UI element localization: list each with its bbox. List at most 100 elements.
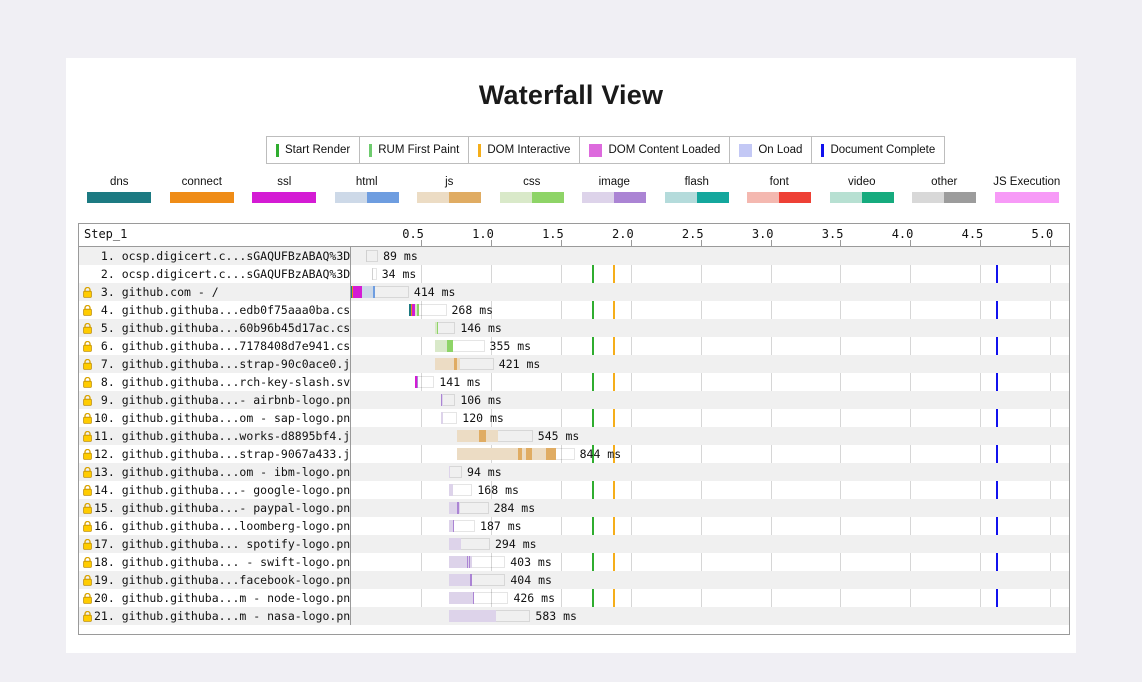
request-bar[interactable] <box>409 304 446 316</box>
request-bar[interactable] <box>456 430 533 442</box>
request-label[interactable]: 2. ocsp.digicert.c...sGAQUFBzABAQ%3D%3D <box>79 265 351 283</box>
request-bar[interactable] <box>448 520 475 532</box>
mime-key-image: image <box>573 176 656 228</box>
request-bar[interactable] <box>456 448 575 460</box>
request-label[interactable]: 6. github.githuba...7178408d7e941.css <box>79 337 351 355</box>
request-bar[interactable] <box>434 322 455 334</box>
lock-icon <box>81 322 93 334</box>
request-bar[interactable] <box>448 574 505 586</box>
request-bar[interactable] <box>371 268 377 280</box>
request-bar[interactable] <box>448 466 462 478</box>
request-duration: 414 ms <box>413 285 456 299</box>
waterfall-row[interactable]: 3. github.com - / 414 ms <box>79 283 1069 301</box>
legend-item-dom-content-loaded[interactable]: DOM Content Loaded <box>580 137 731 163</box>
mime-key-flash: flash <box>656 176 739 228</box>
square-swatch-icon <box>589 143 603 157</box>
mime-key-label: css <box>523 176 541 188</box>
legend-item-dom-interactive[interactable]: DOM Interactive <box>469 137 581 163</box>
request-bar[interactable] <box>351 286 409 298</box>
bar-segment-image <box>472 592 475 604</box>
request-label[interactable]: 5. github.githuba...60b96b45d17ac.css <box>79 319 351 337</box>
request-bar[interactable] <box>448 502 489 514</box>
mime-key-swatch <box>994 192 1059 203</box>
request-duration: 284 ms <box>493 501 536 515</box>
request-bar[interactable] <box>448 484 472 496</box>
request-label[interactable]: 21. github.githuba...m - nasa-logo.png <box>79 607 351 625</box>
request-label[interactable]: 9. github.githuba...- airbnb-logo.png <box>79 391 351 409</box>
lock-icon <box>81 592 93 604</box>
request-bar[interactable] <box>448 556 505 568</box>
request-label[interactable]: 19. github.githuba...facebook-logo.png <box>79 571 351 589</box>
request-track: 187 ms <box>351 517 1069 535</box>
bar-segment-ssl <box>412 304 415 316</box>
request-label[interactable]: 4. github.githuba...edb0f75aaa0ba.css <box>79 301 351 319</box>
request-bar[interactable] <box>440 412 458 424</box>
waterfall-row[interactable]: 15. github.githuba...- paypal-logo.png 28… <box>79 499 1069 517</box>
lock-icon <box>81 484 93 496</box>
request-bar[interactable] <box>448 610 531 622</box>
request-label[interactable]: 15. github.githuba...- paypal-logo.png <box>79 499 351 517</box>
vertical-line-icon <box>369 143 373 157</box>
request-bar[interactable] <box>440 394 456 406</box>
request-bar[interactable] <box>414 376 435 388</box>
lock-icon <box>81 556 93 568</box>
request-label-text: 16. github.githuba...loomberg-logo.png <box>94 519 351 533</box>
request-label[interactable]: 18. github.githuba... - swift-logo.png <box>79 553 351 571</box>
request-label[interactable]: 16. github.githuba...loomberg-logo.png <box>79 517 351 535</box>
request-label[interactable]: 7. github.githuba...strap-90c0ace0.js <box>79 355 351 373</box>
request-label[interactable]: 10. github.githuba...om - sap-logo.png <box>79 409 351 427</box>
request-label[interactable]: 14. github.githuba...- google-logo.png <box>79 481 351 499</box>
bar-segment-ssl <box>353 286 362 298</box>
lock-icon <box>81 412 93 424</box>
request-label[interactable]: 13. github.githuba...om - ibm-logo.png <box>79 463 351 481</box>
request-duration: 34 ms <box>381 267 417 281</box>
request-bar[interactable] <box>434 340 485 352</box>
mime-key-label: flash <box>684 176 709 188</box>
legend-item-on-load[interactable]: On Load <box>730 137 813 163</box>
mime-key-label: html <box>355 176 378 188</box>
legend-item-start-render[interactable]: Start Render <box>267 137 361 163</box>
request-duration: 268 ms <box>451 303 494 317</box>
lock-icon <box>81 466 93 478</box>
request-bar[interactable] <box>448 592 509 604</box>
waterfall-row[interactable]: 4. github.githuba...edb0f75aaa0ba.css 268… <box>79 301 1069 319</box>
bar-segment-css <box>446 340 453 352</box>
bar-segment-connect <box>352 286 354 298</box>
request-label[interactable]: 17. github.githuba... spotify-logo.png <box>79 535 351 553</box>
legend-item-document-complete[interactable]: Document Complete <box>812 137 944 163</box>
request-label[interactable]: 12. github.githuba...strap-9067a433.js <box>79 445 351 463</box>
request-label[interactable]: 11. github.githuba...works-d8895bf4.js <box>79 427 351 445</box>
request-label[interactable]: 8. github.githuba...rch-key-slash.svg <box>79 373 351 391</box>
bar-segment-js-wait <box>456 448 518 460</box>
request-bar[interactable] <box>448 538 490 550</box>
request-label[interactable]: 3. github.com - / <box>79 283 351 301</box>
waterfall-row[interactable]: 2. ocsp.digicert.c...sGAQUFBzABAQ%3D%3D 3… <box>79 265 1069 283</box>
legend-item-rum-first-paint[interactable]: RUM First Paint <box>360 137 470 163</box>
request-bar[interactable] <box>365 250 378 262</box>
request-label-text: 18. github.githuba... - swift-logo.png <box>94 555 351 569</box>
request-label[interactable]: 20. github.githuba...m - node-logo.png <box>79 589 351 607</box>
request-bar[interactable] <box>434 358 494 370</box>
request-track: 120 ms <box>351 409 1069 427</box>
request-track: 34 ms <box>351 265 1069 283</box>
request-label[interactable]: 1. ocsp.digicert.c...sGAQUFBzABAQ%3D%3D <box>79 247 351 265</box>
